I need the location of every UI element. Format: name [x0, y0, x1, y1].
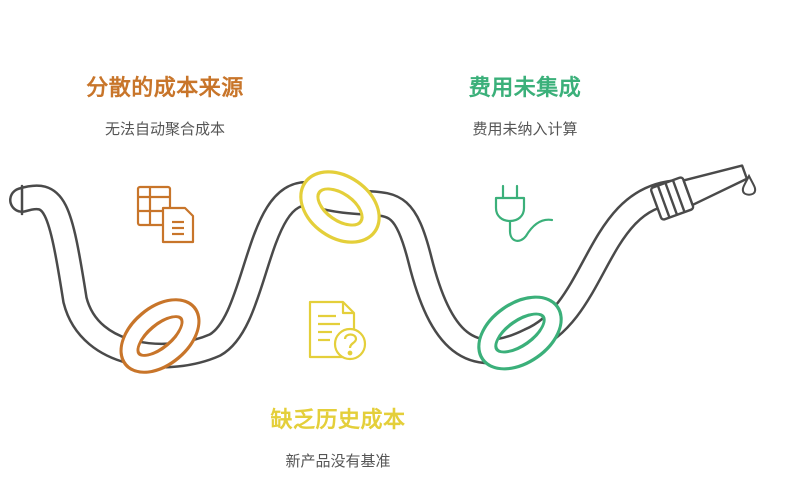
spreadsheet-icon: [136, 185, 195, 244]
document-question-icon: [308, 300, 367, 361]
plug-icon: [494, 184, 554, 242]
knot-yellow: [299, 170, 381, 244]
item-title-2: 缺乏历史成本: [270, 408, 406, 433]
knot-orange: [119, 298, 201, 374]
knot-green: [477, 295, 563, 371]
water-drop: [741, 173, 757, 196]
item-subtitle-3: 费用未纳入计算: [472, 120, 578, 138]
item-subtitle-2: 新产品没有基准: [285, 452, 391, 470]
item-subtitle-1: 无法自动聚合成本: [104, 120, 225, 138]
nozzle-tip: [682, 164, 749, 207]
item-title-3: 费用未集成: [468, 76, 582, 101]
nozzle: [650, 164, 749, 221]
item-title-1: 分散的成本来源: [86, 76, 244, 101]
